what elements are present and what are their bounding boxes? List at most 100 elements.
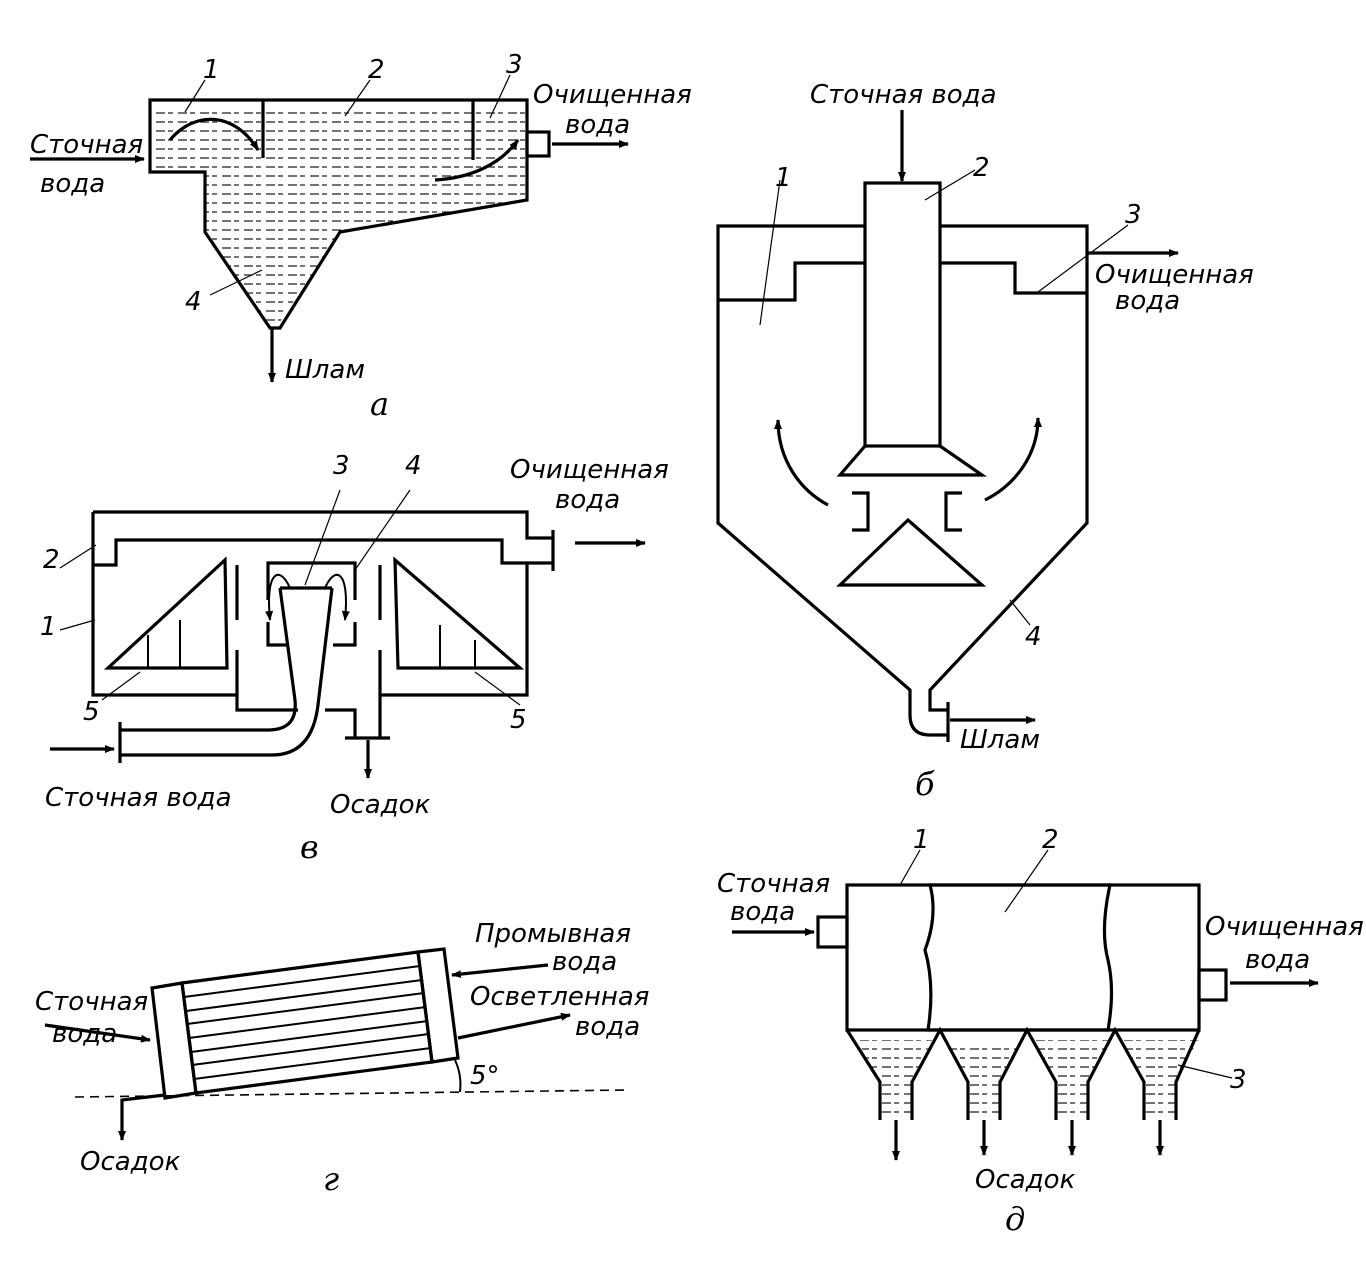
panel-v-plate-right-ribs <box>439 625 476 668</box>
panel-a-outlet-label-1: Очищенная <box>533 80 692 110</box>
panel-d-callout-1: 1 <box>913 825 930 855</box>
panel-d-caption: д <box>1005 1200 1025 1238</box>
panel-b-callout-3: 3 <box>1125 200 1142 230</box>
panel-a-sludge-label: Шлам <box>285 355 365 385</box>
panel-a-flow-arrow-2 <box>434 139 520 182</box>
panel-b-flow-arrow-left <box>774 419 829 507</box>
panel-a-leader-2 <box>344 79 371 117</box>
panel-v-leader-2 <box>59 544 97 569</box>
panel-b-leader-3 <box>1037 224 1129 293</box>
panel-a: Сточная вода Очищенная вода Шлам 1 2 3 4… <box>30 50 692 423</box>
panel-g-body <box>180 950 434 1095</box>
panel-b: Сточная вода Очищенная вода Шлам 1 2 3 4… <box>716 80 1254 803</box>
panel-v-leader-5a <box>101 671 141 701</box>
panel-v-leader-3 <box>304 489 341 586</box>
panel-d-sediment-label: Осадок <box>975 1165 1076 1195</box>
panel-d-leader-1 <box>899 849 921 886</box>
panel-g-clarified-label-1: Осветленная <box>470 982 649 1012</box>
panel-d-inlet-nozzle <box>816 915 849 949</box>
panel-b-trough-right <box>940 261 1087 295</box>
panel-b-outlet-label-2: вода <box>1115 286 1180 316</box>
panel-g-sediment-label: Осадок <box>80 1147 181 1177</box>
panel-d-leader-3 <box>1177 1064 1233 1079</box>
panel-g-clarified-arrow <box>457 1012 571 1040</box>
panel-g-horizon <box>74 1089 629 1098</box>
panel-b-callout-4: 4 <box>1025 622 1042 652</box>
panel-v-sediment-label: Осадок <box>330 790 431 820</box>
panel-v-overflow-left <box>265 573 291 621</box>
panel-a-inlet-label-2: вода <box>40 169 105 199</box>
panel-g-wash-label-2: вода <box>552 947 617 977</box>
panel-v-inlet-label: Сточная вода <box>45 783 232 813</box>
panel-a-callout-2: 2 <box>368 55 385 85</box>
panel-a-outlet-label-2: вода <box>565 110 630 140</box>
panel-b-outlet-label-1: Очищенная <box>1095 260 1254 290</box>
panel-a-leader-1 <box>184 79 206 113</box>
panel-b-nozzle-left <box>852 491 870 532</box>
panel-g-inlet-label-2: вода <box>52 1019 117 1049</box>
panel-d-tank <box>845 883 1201 1032</box>
panel-a-leader-4 <box>209 269 263 296</box>
panel-b-callout-2: 2 <box>973 153 990 183</box>
panel-v-plate-right <box>393 556 525 670</box>
panel-d-inlet-label-1: Сточная <box>717 869 830 899</box>
panel-g-sediment-arrow <box>118 1093 166 1141</box>
panel-v-outlet-label-1: Очищенная <box>510 455 669 485</box>
panel-b-leader-1 <box>759 179 781 326</box>
panel-a-leader-3 <box>489 74 511 119</box>
panel-a-callout-1: 1 <box>203 55 220 85</box>
panel-g-inlet-label-1: Сточная <box>35 987 148 1017</box>
panel-d: Сточная вода Очищенная вода Осадок 1 2 3… <box>717 825 1364 1238</box>
panel-a-outlet-pipe <box>525 130 551 158</box>
panel-d-outlet-label-1: Очищенная <box>1205 912 1364 942</box>
panel-v-callout-5b: 5 <box>510 705 527 735</box>
panel-g-wash-arrow <box>451 963 549 979</box>
panel-v-callout-3: 3 <box>333 451 350 481</box>
panel-g: Промывная вода Осветленная вода Сточная … <box>35 919 649 1198</box>
panel-a-water <box>150 112 527 325</box>
panel-v: Очищенная вода Сточная вода Осадок 1 2 3… <box>40 451 669 866</box>
panel-v-leader-5b <box>474 671 521 706</box>
panel-v-trough <box>93 538 527 567</box>
panel-d-callout-2: 2 <box>1042 825 1059 855</box>
panel-g-wash-label-1: Промывная <box>475 919 631 949</box>
panel-v-overflow-right <box>324 573 350 621</box>
panel-b-nozzle-right <box>944 491 962 532</box>
panel-g-caption: г <box>323 1160 339 1198</box>
panel-b-central-tube <box>863 181 942 448</box>
panel-d-inlet-label-2: вода <box>730 897 795 927</box>
panel-b-trough-left <box>718 261 865 302</box>
panel-v-callout-5a: 5 <box>83 697 100 727</box>
panel-a-callout-4: 4 <box>185 287 202 317</box>
panel-v-leader-4 <box>354 489 411 571</box>
panel-v-leader-1 <box>59 619 96 631</box>
panel-d-callout-3: 3 <box>1230 1065 1247 1095</box>
panel-v-callout-2: 2 <box>43 545 60 575</box>
panel-v-plate-left-ribs <box>147 620 181 668</box>
panel-b-callout-1: 1 <box>775 163 792 193</box>
panel-v-callout-1: 1 <box>40 612 57 642</box>
panel-b-sludge-label: Шлам <box>960 725 1040 755</box>
panel-g-tubes <box>183 965 432 1080</box>
panel-a-inlet-label-1: Сточная <box>30 130 143 160</box>
panel-v-tank <box>91 510 553 738</box>
panel-b-inlet-label: Сточная вода <box>810 80 997 110</box>
panel-d-filter-media <box>923 883 1114 1032</box>
panel-g-clarified-label-2: вода <box>575 1012 640 1042</box>
panel-a-callout-3: 3 <box>506 50 523 80</box>
panel-d-outlet-nozzle <box>1197 968 1228 1002</box>
panel-g-angle-arc <box>454 1059 462 1093</box>
panel-v-caption: в <box>300 828 319 866</box>
panel-b-deflector <box>836 444 988 477</box>
panel-b-flow-arrow-right <box>984 417 1042 502</box>
panel-b-leader-2 <box>924 169 976 201</box>
panel-d-hoppers <box>845 1026 1201 1120</box>
panel-d-outlet-label-2: вода <box>1245 945 1310 975</box>
panel-v-outlet-label-2: вода <box>555 485 620 515</box>
panel-v-callout-4: 4 <box>405 451 422 481</box>
panel-g-angle-label: 5° <box>470 1061 500 1091</box>
panel-a-caption: а <box>370 385 389 423</box>
panel-v-chamber <box>266 561 357 647</box>
panel-a-flow-arrow-1 <box>168 117 260 151</box>
